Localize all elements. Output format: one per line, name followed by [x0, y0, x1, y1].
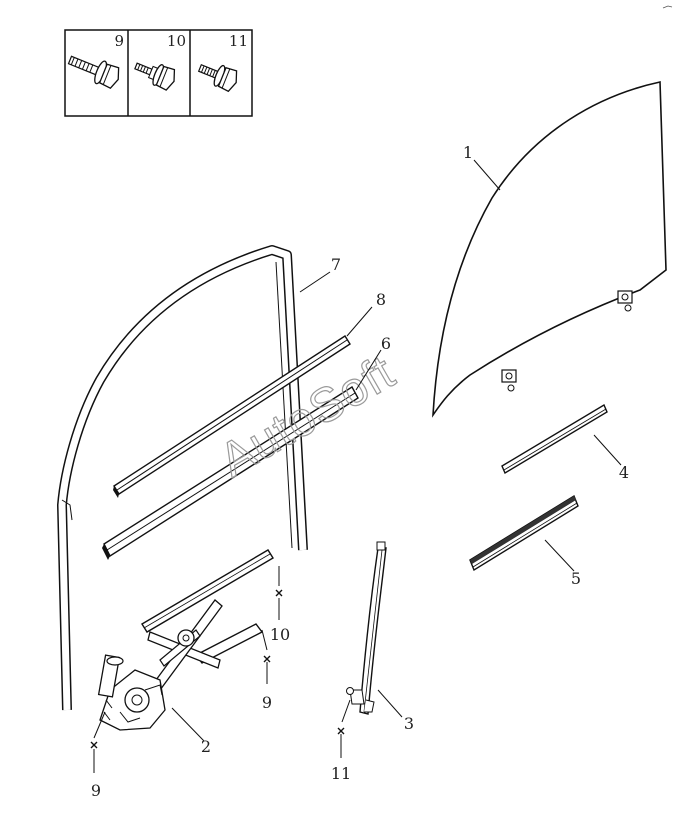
fastener-callout-11: 11: [331, 764, 351, 783]
glass-clip: [501, 369, 517, 392]
callout-2: 2: [201, 737, 211, 756]
fastener-box: 9 10 11: [64, 29, 253, 117]
outer-belt-moulding: [113, 335, 351, 498]
callout-8: 4: [619, 463, 629, 482]
callout-6: 8: [376, 290, 386, 309]
door-glass: [432, 81, 667, 418]
callout-7: 5: [571, 569, 581, 588]
flange-bolt-icon: [197, 63, 238, 93]
fastener-markers: [90, 589, 345, 749]
glass-channel-strip: [501, 403, 608, 475]
callout-1: 1: [463, 143, 473, 162]
flange-bolt-icon: [134, 62, 176, 91]
callout-4: 6: [381, 334, 391, 353]
leader-lines: [93, 159, 622, 773]
fastener-callout-9-motor: 9: [91, 781, 101, 800]
lower-glass-channel: [469, 494, 579, 572]
callout-5: 7: [331, 255, 341, 274]
corner-mark: [662, 5, 673, 9]
inner-belt-weatherstrip: [102, 386, 359, 560]
box-number-10: 10: [167, 32, 186, 50]
box-number-9: 9: [114, 32, 124, 50]
glass-clip: [617, 290, 633, 312]
door-glass-run: [57, 245, 308, 711]
callout-3: 3: [404, 714, 414, 733]
rear-glass-run-channel: [346, 541, 387, 715]
window-regulator: [97, 549, 274, 731]
box-number-11: 11: [229, 32, 248, 50]
flange-bolt-icon: [67, 55, 120, 89]
fastener-callout-10: 10: [270, 625, 290, 644]
regulator-motor: [97, 654, 166, 731]
fastener-callout-9-rail: 9: [262, 693, 272, 712]
